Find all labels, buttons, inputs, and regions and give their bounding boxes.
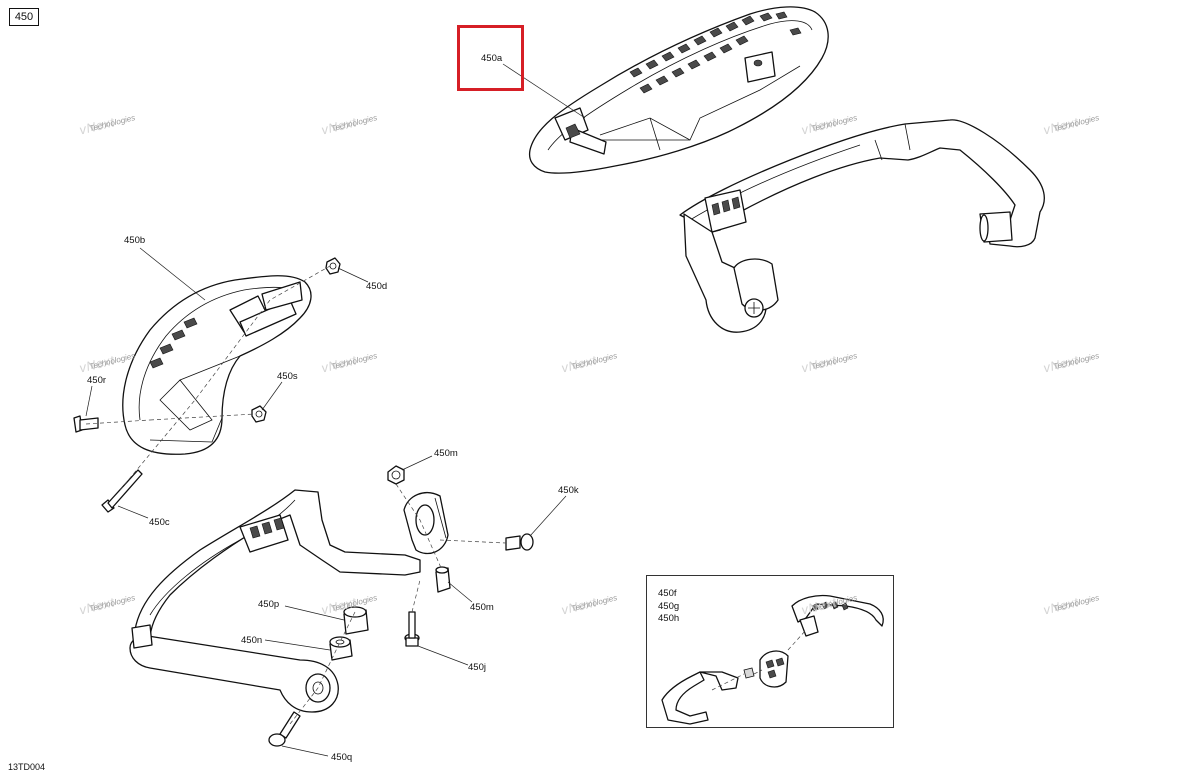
inset-part-labels: 450f 450g 450h xyxy=(658,588,679,626)
part-label-450r[interactable]: 450r xyxy=(87,375,107,386)
inset-box xyxy=(646,575,894,728)
part-label-450j[interactable]: 450j xyxy=(468,662,486,673)
clamp-bracket xyxy=(403,492,449,555)
drawing-code: 13TD004 xyxy=(8,762,46,772)
part-label-450k[interactable]: 450k xyxy=(558,485,579,496)
part-450q-bolt xyxy=(268,711,301,747)
part-450m-nut-upper xyxy=(387,465,405,485)
part-450m-nut-lower xyxy=(435,566,451,593)
part-450j-bolt xyxy=(404,611,420,647)
part-label-450n[interactable]: 450n xyxy=(241,635,263,646)
part-label-450a[interactable]: 450a xyxy=(481,53,503,64)
part-label-450d[interactable]: 450d xyxy=(366,281,388,292)
part-label-450m-lower[interactable]: 450m xyxy=(470,602,494,613)
lower-guard-bar xyxy=(129,489,421,713)
part-label-450c[interactable]: 450c xyxy=(149,517,170,528)
part-label-450g[interactable]: 450g xyxy=(658,600,680,612)
inset-assembly-sketch xyxy=(661,594,884,725)
part-label-450s[interactable]: 450s xyxy=(277,371,298,382)
part-label-450q[interactable]: 450q xyxy=(331,752,353,763)
part-450b-hand-guard-shell xyxy=(122,275,312,455)
part-label-450f[interactable]: 450f xyxy=(658,588,677,599)
part-450c-long-bolt xyxy=(101,469,143,513)
part-450d-nut xyxy=(325,257,341,275)
part-label-450b[interactable]: 450b xyxy=(124,235,146,246)
part-label-450m-upper[interactable]: 450m xyxy=(434,448,458,459)
part-label-450p[interactable]: 450p xyxy=(258,599,280,610)
part-450n-spacer xyxy=(329,636,353,661)
page-reference-box: 450 xyxy=(9,8,39,26)
part-label-450h[interactable]: 450h xyxy=(658,613,680,624)
part-450s-nut xyxy=(251,405,267,423)
part-450a-hand-guard-shell xyxy=(528,6,829,174)
highlight-box[interactable] xyxy=(457,25,524,91)
part-450k-screw xyxy=(505,533,534,551)
upper-guard-bar-assembly xyxy=(679,119,1045,333)
